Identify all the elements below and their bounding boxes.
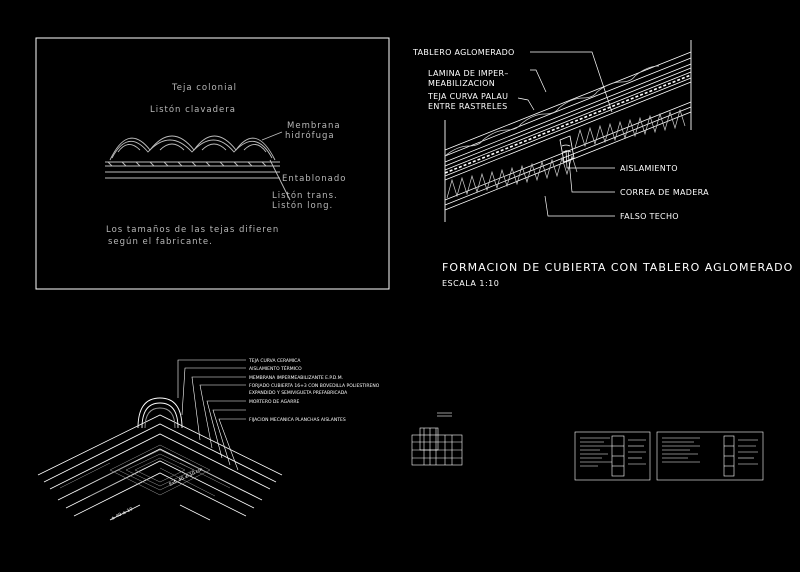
ridge-label-4: EXPANDIDO Y SEMIVIGUETA PREFABRICADA <box>249 390 348 396</box>
wood-purlin <box>559 135 575 163</box>
label-lamina-2: MEABILIZACION <box>428 79 495 88</box>
label-teja-curva-1: TEJA CURVA PALAU <box>427 92 508 101</box>
ridge-slopes <box>37 414 283 521</box>
label-teja-curva-2: ENTRE RASTRELES <box>428 102 507 111</box>
note-tamanos: Los tamaños de las tejas difieren <box>106 225 279 235</box>
mortar-hatch <box>59 444 246 497</box>
ridge-label-6: FIJACION MECANICA PLANCHAS AISLANTES <box>249 417 346 423</box>
label-aislamiento: AISLAMIENTO <box>620 164 678 173</box>
panel-teja-colonial: Teja colonial Listón clavadera Membrana … <box>35 37 390 290</box>
label-teja-colonial: Teja colonial <box>171 83 237 93</box>
label-liston-long: Listón long. <box>272 200 333 211</box>
note-fabricante: según el fabricante. <box>108 237 213 247</box>
panel-cubierta-tablero: TABLERO AGLOMERADO LAMINA DE IMPER– MEAB… <box>412 40 793 288</box>
ridge-label-0: TEJA CURVA CERAMICA <box>248 358 301 364</box>
leader-lines <box>517 51 615 217</box>
ridge-leader-lines <box>177 359 246 471</box>
label-tablero-aglomerado: TABLERO AGLOMERADO <box>412 48 515 57</box>
label-liston-trans: Listón trans. <box>272 190 338 201</box>
ridge-label-3: FORJADO CUBIERTA 16+3 CON BOVEDILLA POLI… <box>249 383 380 389</box>
dimension-right: Ext. 40 ± 10 cm <box>168 466 203 487</box>
drawing-scale: ESCALA 1:10 <box>442 279 499 288</box>
roof-layers <box>444 51 692 211</box>
ridge-label-1: AISLAMIENTO TÉRMICO <box>249 364 302 372</box>
thumbnail-detail-2 <box>574 431 651 481</box>
panel-cumbrera: ± 40 ± 10 Ext. 40 ± 10 cm TEJA CURVA CER… <box>37 358 380 522</box>
dimension-left: ± 40 ± 10 <box>110 506 134 522</box>
label-hidrofuga: hidrófuga <box>285 130 335 141</box>
thumbnail-detail-1 <box>411 412 463 466</box>
label-entablonado: Entablonado <box>282 174 346 184</box>
label-lamina-1: LAMINA DE IMPER– <box>428 69 509 78</box>
label-falso-techo: FALSO TECHO <box>620 212 679 221</box>
ridge-tile <box>137 397 183 429</box>
membrane-dashed <box>444 74 692 174</box>
insulation-zigzag <box>446 154 578 199</box>
label-membrana: Membrana <box>287 121 341 131</box>
drawing-title: FORMACION DE CUBIERTA CON TABLERO AGLOME… <box>442 261 793 274</box>
label-correa-madera: CORREA DE MADERA <box>620 188 709 197</box>
ridge-label-5: MORTERO DE AGARRE <box>249 399 299 405</box>
thumbnail-detail-3 <box>656 431 764 481</box>
colonial-tiles <box>105 131 291 201</box>
panel-teja-colonial-frame <box>35 37 390 290</box>
label-liston-clavadera: Listón clavadera <box>150 104 236 115</box>
tile-waves <box>444 65 660 157</box>
ridge-label-2: MEMBRANA IMPERMEABILIZANTE E.P.D.M. <box>249 375 343 381</box>
